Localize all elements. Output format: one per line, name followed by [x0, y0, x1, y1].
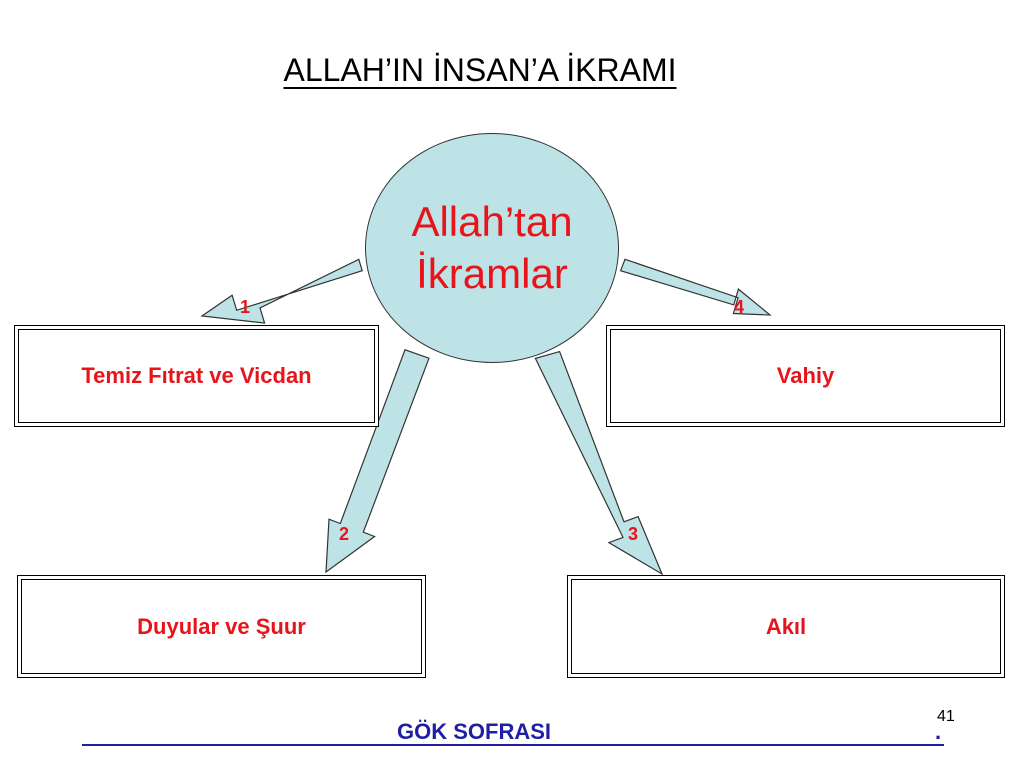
footer-underline [82, 744, 944, 746]
box-akil-label: Akıl [765, 613, 807, 639]
footer-dot: . [935, 719, 942, 744]
arrow-4 [619, 258, 772, 316]
number-1: 1 [240, 297, 251, 317]
box-temiz-fitrat-label: Temiz Fıtrat ve Vicdan [81, 363, 312, 388]
box-duyular-inner: Duyular ve Şuur [21, 579, 422, 674]
box-vahiy-label: Vahiy [776, 363, 835, 388]
arrow-1 [200, 258, 363, 324]
box-temiz-fitrat-inner: Temiz Fıtrat ve Vicdan [18, 329, 375, 423]
number-3: 3 [628, 524, 639, 544]
arrow-2 [325, 349, 430, 574]
center-line-2: İkramlar [416, 250, 568, 297]
box-vahiy: Vahiy [606, 325, 1005, 427]
center-circle: Allah’tan İkramlar [365, 133, 619, 363]
number-4: 4 [734, 297, 745, 317]
box-akil-inner: Akıl [571, 579, 1001, 674]
page-number: 41 [937, 708, 955, 725]
box-duyular: Duyular ve Şuur [17, 575, 426, 678]
box-temiz-fitrat: Temiz Fıtrat ve Vicdan [14, 325, 379, 427]
slide-title-text: ALLAH’IN İNSAN’A İKRAMI [283, 52, 677, 88]
number-2: 2 [339, 524, 350, 544]
footer-text: GÖK SOFRASI [397, 719, 552, 744]
arrow-3 [534, 350, 664, 576]
box-duyular-label: Duyular ve Şuur [137, 613, 306, 639]
slide-title: ALLAH’IN İNSAN’A İKRAMI [0, 52, 960, 89]
center-label: Allah’tan İkramlar [411, 196, 572, 300]
box-akil: Akıl [567, 575, 1005, 678]
box-vahiy-inner: Vahiy [610, 329, 1001, 423]
center-line-1: Allah’tan [411, 198, 573, 245]
